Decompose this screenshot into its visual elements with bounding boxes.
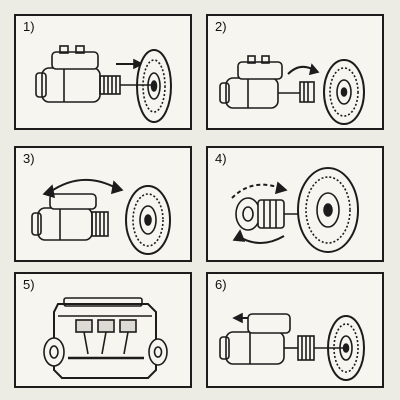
panel-4-label: 4) [215,151,227,166]
starter-engage-icon [219,55,365,125]
starter-rotation-icon [31,178,171,255]
engine-block-icon [43,297,168,379]
panel-6: 6) [206,272,384,388]
panel-3: 3) [14,146,192,262]
panel-5: 5) [14,272,192,388]
pinion-spin-icon [231,167,359,253]
panel-2-label: 2) [215,19,227,34]
panel-6-label: 6) [215,277,227,292]
panel-5-label: 5) [23,277,35,292]
panel-1: 1) [14,14,192,130]
starter-disengage-icon [219,312,365,381]
panel-2: 2) [206,14,384,130]
starter-motor-icon [35,45,172,123]
panel-3-label: 3) [23,151,35,166]
panel-1-label: 1) [23,19,35,34]
panel-4: 4) [206,146,384,262]
